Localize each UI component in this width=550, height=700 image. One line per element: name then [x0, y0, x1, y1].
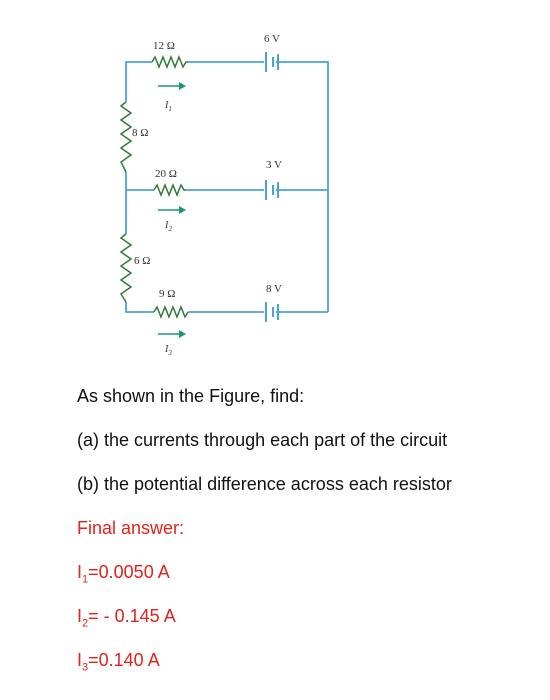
battery-8-volt — [265, 302, 279, 322]
battery-3v-label: 3 V — [266, 159, 282, 171]
resistor-12-ohm — [151, 54, 188, 70]
battery-6-volt — [265, 52, 279, 72]
resistor-9-ohm — [153, 304, 189, 320]
top-branch-wire — [125, 61, 152, 102]
current-arrow-i2 — [158, 206, 186, 214]
problem-part-b: (b) the potential difference across each… — [77, 474, 452, 494]
resistor-8-ohm — [119, 101, 133, 173]
problem-part-a: (a) the currents through each part of th… — [77, 430, 448, 450]
problem-text: As shown in the Figure, find: (a) the cu… — [77, 386, 537, 694]
bottom-branch-wire — [125, 302, 154, 313]
answer-i3: I3=0.140 A — [77, 650, 160, 674]
resistor-6-ohm — [119, 233, 133, 303]
battery-6v-label: 6 V — [264, 33, 280, 45]
problem-intro: As shown in the Figure, find: — [77, 386, 305, 406]
answer-i1: I1=0.0050 A — [77, 562, 170, 586]
top-branch-wire — [276, 61, 329, 312]
current-label-i3: I3 — [164, 344, 172, 357]
resistor-8-label: 8 Ω — [132, 127, 148, 139]
battery-3-volt — [265, 180, 279, 200]
wires — [125, 61, 329, 313]
resistor-9-label: 9 Ω — [159, 288, 175, 300]
current-arrow-i1 — [158, 82, 186, 90]
resistor-20-label: 20 Ω — [155, 168, 177, 180]
current-label-i1: I1 — [164, 100, 172, 113]
circuit-diagram: 12 Ω 8 Ω 20 Ω 6 Ω 9 Ω 6 V 3 V 8 V I1 I2 … — [119, 33, 329, 357]
resistor-6-label: 6 Ω — [134, 255, 150, 267]
resistor-12-label: 12 Ω — [153, 40, 175, 52]
answer-heading: Final answer: — [77, 518, 185, 538]
current-label-i2: I2 — [164, 220, 172, 233]
battery-8v-label: 8 V — [266, 283, 282, 295]
current-arrow-i3 — [158, 330, 186, 338]
answer-i2: I2= - 0.145 A — [77, 606, 176, 630]
resistor-20-ohm — [153, 182, 186, 198]
